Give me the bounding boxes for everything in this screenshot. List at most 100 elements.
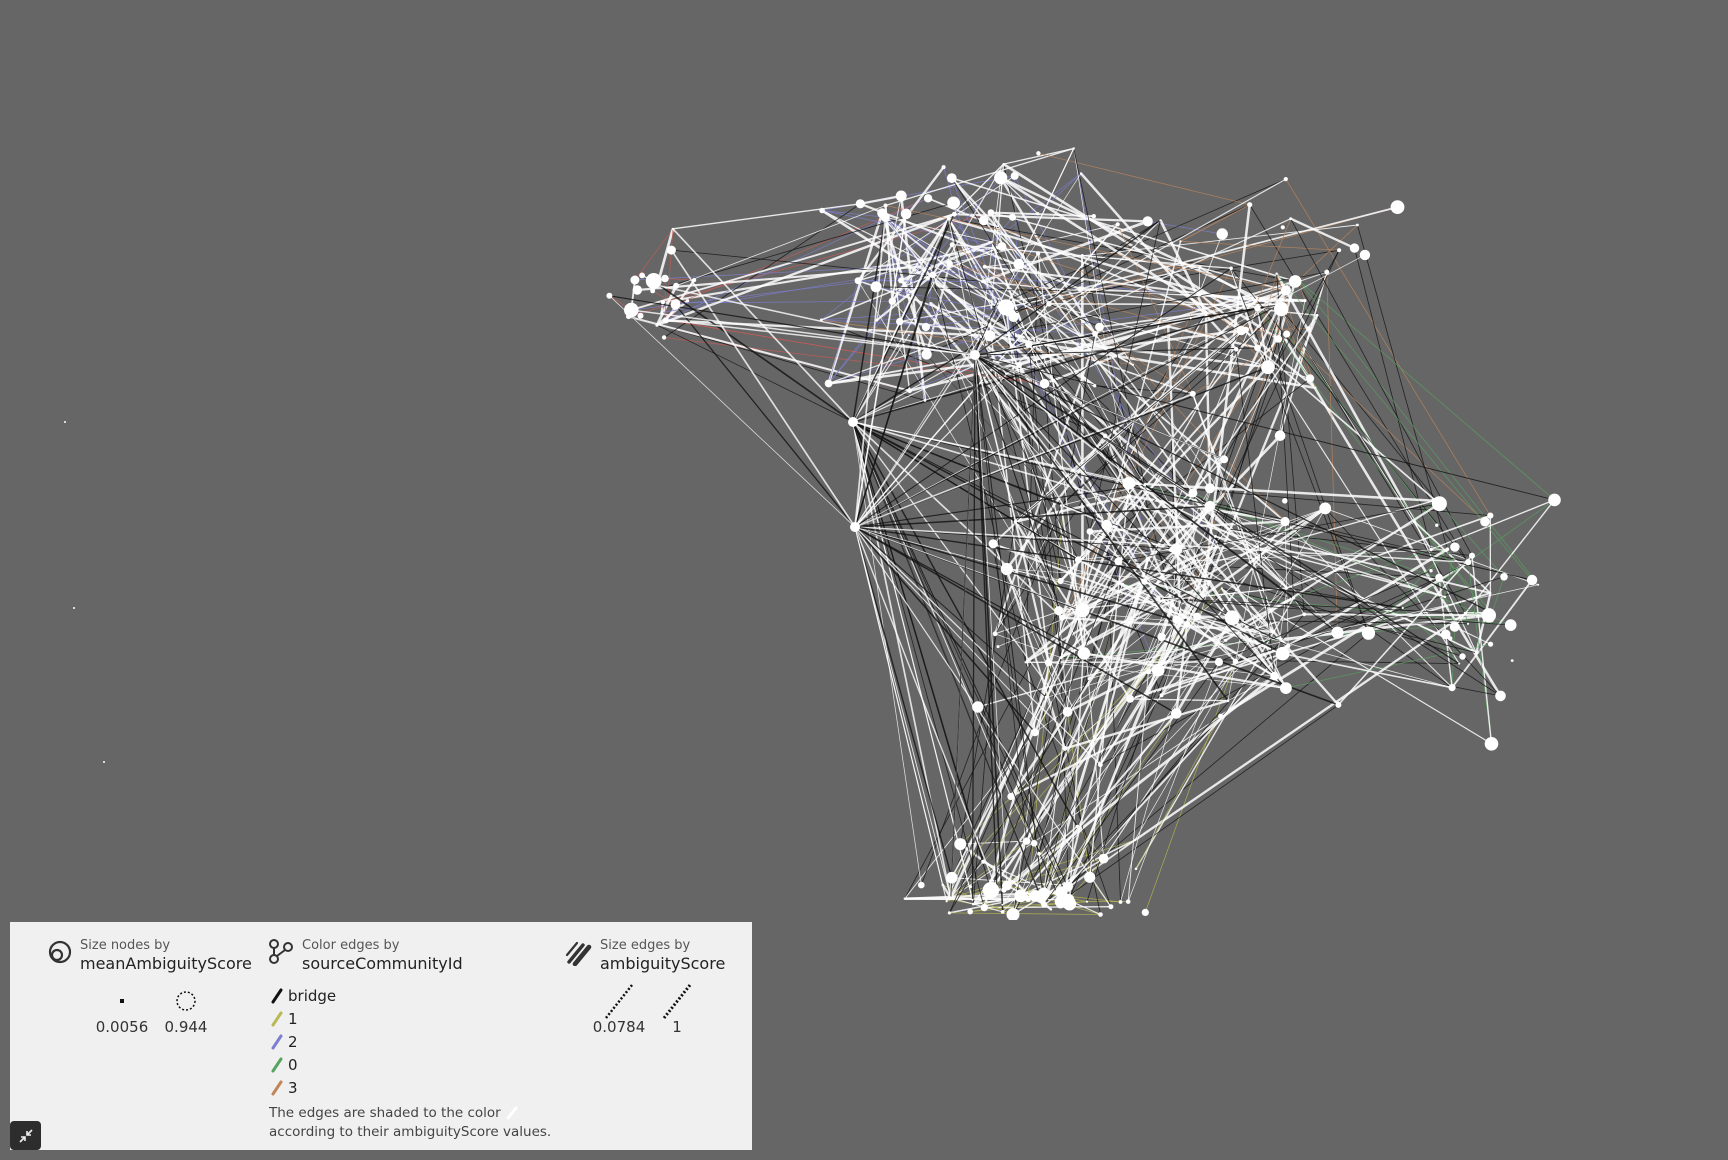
graph-edge (1135, 597, 1295, 870)
graph-node (1156, 595, 1161, 601)
graph-node (1204, 483, 1215, 494)
graph-edge (1105, 241, 1182, 526)
graph-edge (1286, 333, 1438, 526)
graph-edge (997, 508, 1326, 647)
graph-edge (1134, 612, 1467, 842)
graph-edge (1003, 147, 1074, 165)
network-graph[interactable] (0, 0, 1728, 920)
graph-node (850, 522, 860, 532)
graph-node (1215, 545, 1218, 548)
graph-node (1429, 547, 1433, 552)
graph-edge (974, 298, 999, 356)
graph-edge (1274, 587, 1288, 677)
graph-node (1098, 762, 1103, 768)
graph-node (1280, 516, 1290, 527)
graph-edge (854, 484, 1145, 528)
graph-edge (974, 354, 1016, 522)
graph-edge (1256, 347, 1440, 505)
graph-node (1224, 610, 1240, 626)
graph-node (997, 297, 1000, 300)
graph-edge (1019, 712, 1178, 897)
graph-edge (854, 526, 1101, 766)
graph-node (1042, 893, 1045, 897)
graph-node (1002, 163, 1005, 166)
graph-edge (1192, 393, 1283, 640)
graph-edge (1060, 704, 1339, 902)
edge-color-caption: Color edges by (302, 938, 400, 953)
graph-node (1220, 587, 1223, 590)
shade-color-swatch (506, 1106, 518, 1120)
graph-edge (854, 526, 1177, 715)
graph-node (994, 888, 1000, 893)
graph-edge (923, 270, 1062, 506)
graph-edge (827, 212, 884, 384)
graph-edge (1191, 289, 1288, 494)
edge-color-item: 3 (270, 1076, 336, 1099)
graph-edge (1337, 555, 1473, 706)
graph-node (1274, 301, 1289, 317)
graph-edge (1228, 528, 1491, 595)
graph-edge (609, 295, 976, 356)
graph-node (1001, 903, 1004, 906)
graph-edge (1048, 662, 1286, 689)
edge-color-label: 0 (288, 1055, 298, 1074)
graph-edge (854, 526, 1469, 563)
graph-node (1023, 837, 1031, 845)
edge-color-swatch (271, 1080, 283, 1095)
min-node-glyph (117, 984, 127, 1018)
graph-node (1272, 630, 1276, 634)
graph-edge (1180, 204, 1250, 242)
graph-node (103, 761, 105, 763)
graph-edge (1439, 503, 1505, 578)
graph-edge (1012, 857, 1105, 916)
collapse-legend-button[interactable] (10, 1121, 41, 1150)
graph-edge (1006, 568, 1173, 604)
graph-node (73, 607, 75, 609)
graph-node (1077, 286, 1083, 292)
graph-node (1289, 217, 1293, 221)
graph-node (883, 203, 888, 208)
graph-edge (653, 281, 854, 423)
graph-node (1193, 612, 1201, 621)
graph-node (1261, 360, 1275, 375)
graph-node (1172, 615, 1182, 624)
graph-node (880, 212, 890, 222)
graph-node (1046, 301, 1052, 307)
graph-edge (852, 421, 1062, 902)
graph-edge (1221, 587, 1477, 654)
graph-edge (1158, 597, 1466, 614)
graph-node (1448, 684, 1456, 692)
graph-edge (974, 354, 1045, 905)
graph-node (624, 302, 639, 318)
graph-edge (852, 213, 955, 423)
graph-edge (1043, 617, 1233, 905)
graph-edge (994, 229, 1096, 335)
graph-edge (821, 245, 1003, 321)
graph-node (992, 631, 998, 637)
graph-edge (634, 228, 674, 281)
graph-edge (998, 298, 1130, 484)
graph-edge (1083, 652, 1287, 690)
graph-node (1054, 606, 1064, 616)
graph-node (1081, 254, 1084, 257)
graph-edge (852, 335, 991, 423)
graph-node (1127, 494, 1132, 499)
graph-edge (949, 262, 1134, 366)
graph-edge (1012, 657, 1062, 915)
graph-node (1189, 317, 1192, 320)
graph-edge (828, 323, 991, 385)
graph-node (969, 885, 973, 889)
graph-node (1024, 661, 1027, 664)
graph-edge (854, 254, 1366, 528)
graph-edge (1257, 308, 1369, 634)
graph-edge (974, 354, 1028, 842)
graph-edge (930, 302, 1060, 611)
graph-node (1204, 500, 1216, 512)
graph-node (1324, 269, 1330, 275)
graph-node (1092, 330, 1098, 337)
graph-node (650, 288, 656, 294)
graph-edge (1099, 311, 1206, 328)
graph-node (1188, 488, 1198, 498)
graph-edge (974, 354, 1493, 614)
graph-node (1001, 887, 1007, 893)
